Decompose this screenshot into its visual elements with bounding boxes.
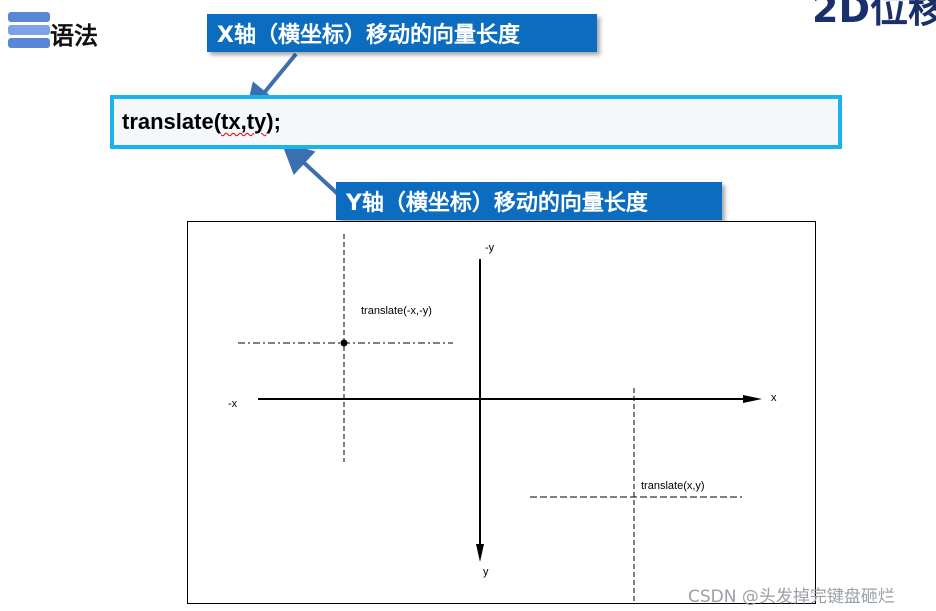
pos-y-label: y <box>483 566 489 578</box>
code-syntax-box: translate(tx,ty); <box>110 95 842 149</box>
y-axis-callout: Y轴（横坐标）移动的向量长度 <box>336 182 722 220</box>
code-args: tx,ty <box>221 109 267 134</box>
coordinate-diagram: -y x -x y translate(-x,-y) translate(x,y… <box>187 221 816 604</box>
page-title: 语法 <box>50 22 98 50</box>
y-callout-arrow <box>281 141 342 198</box>
corner-title: 2D位移 <box>812 0 936 31</box>
neg-point-label: translate(-x,-y) <box>361 305 432 317</box>
code-suffix: ); <box>266 109 281 134</box>
code-prefix: translate( <box>122 109 222 134</box>
y-axis-arrowhead <box>476 544 484 562</box>
x-axis-callout: X轴（横坐标）移动的向量长度 <box>207 14 597 52</box>
pos-x-label: x <box>771 392 777 404</box>
neg-x-label: -x <box>228 398 238 410</box>
watermark: CSDN @头发掉完键盘砸烂 <box>688 587 895 607</box>
neg-y-label: -y <box>485 242 495 254</box>
list-icon <box>8 12 50 48</box>
diagram-canvas <box>238 234 762 603</box>
pos-point-label: translate(x,y) <box>641 480 705 492</box>
neg-point <box>340 339 348 347</box>
x-axis-arrowhead <box>743 395 762 403</box>
